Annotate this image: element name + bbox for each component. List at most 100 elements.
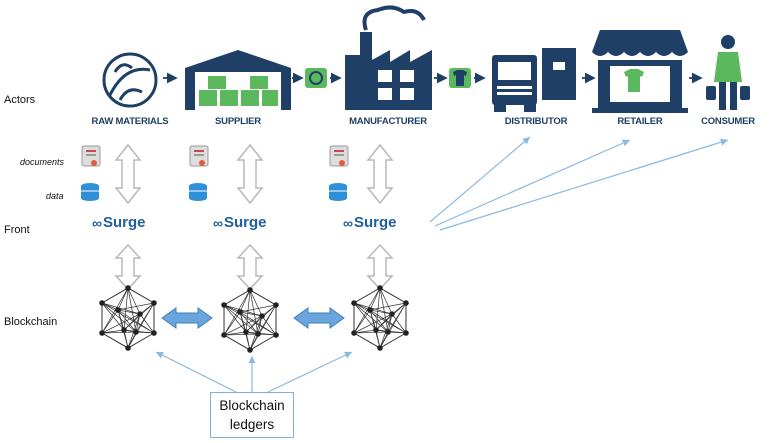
network-vertex	[377, 285, 383, 291]
document-icon	[189, 145, 209, 167]
network-edge	[369, 309, 407, 334]
network-vertex	[121, 327, 127, 333]
network-edge	[223, 304, 259, 335]
network-edge	[353, 313, 393, 334]
network-vertex	[221, 302, 227, 308]
actor-label-manufacturer: MANUFACTURER	[349, 116, 427, 127]
network-vertex	[125, 285, 131, 291]
network-vertex	[373, 327, 379, 333]
network-edge	[353, 302, 407, 334]
database-icon	[329, 183, 347, 201]
network-vertex	[99, 330, 105, 336]
database-icon	[81, 183, 99, 201]
network-edge	[353, 309, 371, 334]
network-edge	[135, 313, 141, 333]
ledger-line-1: Blockchain	[219, 398, 285, 413]
network-edge	[127, 287, 141, 315]
database-icon	[189, 183, 207, 201]
network-vertex	[125, 345, 131, 351]
network-edge	[245, 289, 251, 333]
side-label-documents: documents	[20, 157, 65, 167]
network-edge	[379, 287, 389, 333]
network-edge	[135, 302, 155, 333]
network-edge	[239, 289, 251, 313]
network-vertex	[377, 345, 383, 351]
truck-icon	[492, 48, 576, 112]
network-edge	[353, 302, 389, 333]
store-icon	[592, 30, 688, 113]
surge-label: Surge	[353, 214, 397, 231]
network-edge	[375, 313, 393, 331]
network-edge	[139, 313, 155, 334]
network-edge	[101, 302, 137, 333]
row-label-front: Front	[4, 224, 30, 236]
surge-logo: ∞ Surge	[92, 214, 146, 231]
network-edge	[379, 287, 393, 315]
network-edge	[353, 302, 393, 315]
network-edge	[101, 313, 141, 334]
network-edge	[101, 302, 155, 334]
network-vertex	[351, 300, 357, 306]
surge-label: Surge	[223, 214, 267, 231]
material-package-icon	[305, 68, 327, 88]
network-edge	[123, 313, 141, 331]
network-edge	[223, 289, 251, 336]
person-icon	[706, 35, 750, 110]
network-edge	[369, 309, 393, 315]
network-vertex	[403, 300, 409, 306]
network-vertex	[115, 307, 121, 313]
actor-label-raw-materials: RAW MATERIALS	[91, 116, 169, 127]
row-label-blockchain: Blockchain	[4, 316, 58, 328]
network-edge	[245, 315, 263, 333]
network-edge	[223, 304, 241, 313]
network-edge	[379, 287, 407, 304]
network-vertex	[221, 332, 227, 338]
row-label-actors: Actors	[4, 94, 36, 106]
network-edge	[239, 311, 277, 336]
network-vertex	[389, 311, 395, 317]
network-vertex	[99, 300, 105, 306]
network-edge	[353, 302, 377, 331]
network-vertex	[151, 300, 157, 306]
network-edge	[249, 289, 259, 335]
network-edge	[249, 289, 263, 317]
network-edge	[117, 309, 137, 333]
network-edge	[261, 315, 277, 336]
network-edge	[223, 304, 247, 333]
shirt-icon	[449, 68, 471, 88]
network-edge	[117, 309, 155, 334]
warehouse-icon	[185, 50, 291, 110]
network-edge	[101, 302, 141, 315]
network-edge	[223, 311, 241, 336]
sync-arrows	[161, 307, 345, 329]
network-edge	[224, 333, 259, 336]
document-icon	[81, 145, 101, 167]
ledger-connector-lines	[155, 351, 353, 393]
factory-icon	[345, 5, 432, 110]
network-edge	[223, 304, 263, 317]
network-edge	[354, 331, 389, 334]
network-vertex	[133, 329, 139, 335]
network-edge	[101, 287, 129, 334]
actor-label-supplier: SUPPLIER	[215, 116, 261, 127]
blockchain-ledgers-box: Blockchain ledgers	[210, 392, 294, 438]
network-edge	[353, 332, 381, 349]
network-edge	[387, 313, 393, 333]
network-edge	[375, 287, 381, 331]
network-edge	[239, 304, 277, 313]
network-edge	[245, 331, 251, 351]
network-edge	[117, 309, 125, 331]
side-label-data: data	[46, 191, 64, 201]
network-edge	[127, 331, 137, 349]
network-vertex	[247, 347, 253, 353]
surge-mark-icon: ∞	[343, 214, 353, 231]
network-edge	[239, 311, 247, 333]
surge-logo: ∞ Surge	[343, 214, 397, 231]
network-edge	[369, 309, 377, 331]
network-vertex	[137, 311, 143, 317]
network-vertex	[273, 302, 279, 308]
document-icon	[329, 145, 349, 167]
network-edge	[387, 302, 407, 333]
surge-label: Surge	[102, 214, 146, 231]
network-edge	[391, 313, 407, 334]
